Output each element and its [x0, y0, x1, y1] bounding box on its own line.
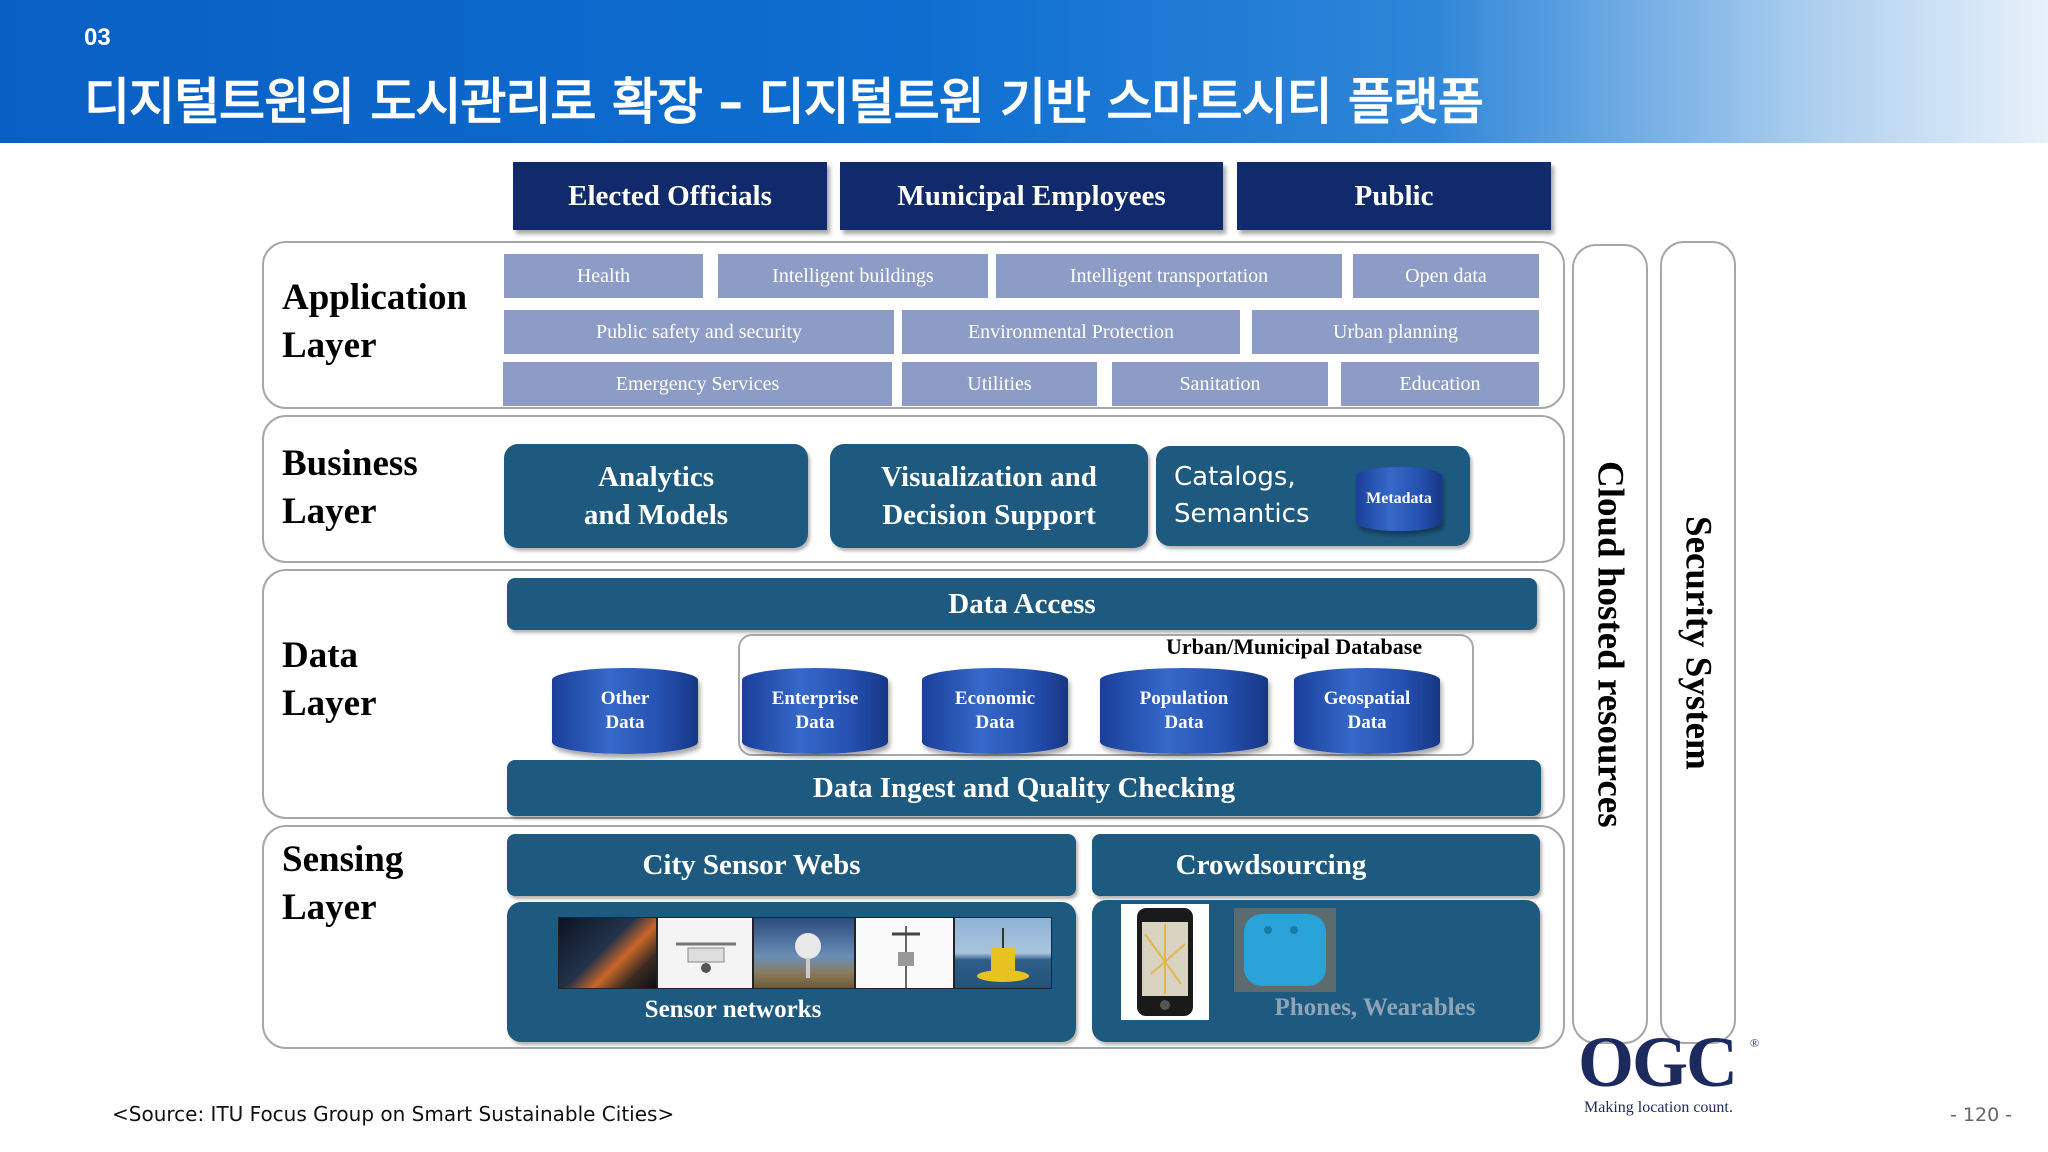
- app-intelligent-transportation: Intelligent transportation: [996, 254, 1342, 298]
- business-layer-label: Business Layer: [282, 440, 418, 536]
- economic-data-line1: Economic: [954, 688, 1036, 709]
- economic-data-line2: Data: [975, 712, 1015, 733]
- cloud-hosted-resources-label: Cloud hosted resources: [1589, 460, 1631, 828]
- catalogs-text: Catalogs, Semantics: [1174, 459, 1310, 533]
- radar-dome-icon: [795, 933, 821, 978]
- page-title: 디지털트윈의 도시관리로 확장 – 디지털트윈 기반 스마트시티 플랫폼: [84, 73, 1484, 131]
- cloud-hosted-resources-pillar: Cloud hosted resources: [1572, 244, 1648, 1044]
- app-utilities: Utilities: [902, 362, 1097, 406]
- catalogs-line1: Catalogs,: [1174, 462, 1296, 492]
- wearable-device-icon: [1244, 914, 1326, 986]
- analytics-line1: Analytics: [598, 461, 714, 493]
- ogc-logo: OGC: [1578, 1022, 1738, 1102]
- wearable-image: [1234, 908, 1336, 992]
- app-environmental-protection: Environmental Protection: [902, 310, 1240, 354]
- weather-station-icon: [892, 926, 920, 988]
- other-data-line2: Data: [605, 712, 645, 733]
- application-layer-label: Application Layer: [282, 274, 467, 370]
- sensing-layer-label: Sensing Layer: [282, 836, 403, 932]
- weather-station-image: [855, 917, 954, 989]
- city-sensor-webs-bar: City Sensor Webs: [507, 834, 1076, 896]
- municipal-database-label: Urban/Municipal Database: [1166, 634, 1423, 659]
- app-health: Health: [504, 254, 703, 298]
- sensor-networks-label: Sensor networks: [644, 996, 822, 1023]
- analytics-models-box: Analytics and Models: [504, 444, 808, 548]
- sensing-layer-label-line2: Layer: [282, 887, 377, 928]
- phones-wearables-label: Phones, Wearables: [1274, 994, 1476, 1021]
- buoy-icon: [977, 928, 1029, 982]
- app-education: Education: [1341, 362, 1539, 406]
- drone-icon: [676, 942, 736, 973]
- business-layer-label-line2: Layer: [282, 491, 377, 532]
- crowdsourcing-bar: Crowdsourcing: [1092, 834, 1540, 896]
- app-emergency-services: Emergency Services: [503, 362, 892, 406]
- security-system-label: Security System: [1677, 515, 1719, 770]
- stakeholder-public: Public: [1237, 162, 1551, 230]
- population-data-line1: Population: [1139, 688, 1229, 709]
- data-layer-label: Data Layer: [282, 632, 377, 728]
- satellite-image: [558, 917, 657, 989]
- enterprise-data-line1: Enterprise: [771, 688, 859, 709]
- app-public-safety: Public safety and security: [504, 310, 894, 354]
- data-access-bar: Data Access: [507, 578, 1537, 630]
- data-layer-label-line2: Layer: [282, 683, 377, 724]
- source-citation: <Source: ITU Focus Group on Smart Sustai…: [112, 1102, 675, 1126]
- data-layer-label-line1: Data: [282, 635, 359, 676]
- data-ingest-bar: Data Ingest and Quality Checking: [507, 760, 1541, 816]
- business-layer-label-line1: Business: [282, 443, 418, 484]
- municipal-database-group: [738, 634, 1474, 756]
- application-layer-label-line2: Layer: [282, 325, 377, 366]
- app-intelligent-buildings: Intelligent buildings: [718, 254, 988, 298]
- phone-image: [1121, 904, 1209, 1020]
- application-layer-label-line1: Application: [282, 277, 468, 318]
- radar-image: [753, 917, 855, 989]
- buoy-image: [954, 917, 1052, 989]
- geospatial-data-line1: Geospatial: [1323, 688, 1411, 709]
- registered-mark: ®: [1750, 1036, 1760, 1050]
- metadata-cylinder: Metadata: [1356, 467, 1442, 531]
- visualization-line2: Decision Support: [882, 499, 1096, 531]
- visualization-line1: Visualization and: [881, 461, 1097, 493]
- geospatial-data-line2: Data: [1347, 712, 1387, 733]
- app-urban-planning: Urban planning: [1252, 310, 1539, 354]
- sensing-layer-label-line1: Sensing: [282, 839, 404, 880]
- drone-image: [657, 917, 753, 989]
- app-sanitation: Sanitation: [1112, 362, 1328, 406]
- stakeholder-elected-officials: Elected Officials: [513, 162, 827, 230]
- section-number: 03: [84, 24, 111, 51]
- visualization-decision-box: Visualization and Decision Support: [830, 444, 1148, 548]
- stakeholder-municipal-employees: Municipal Employees: [840, 162, 1223, 230]
- enterprise-data-line2: Data: [795, 712, 835, 733]
- analytics-line2: and Models: [583, 499, 729, 531]
- other-data-line1: Other: [600, 688, 650, 709]
- header-banner: [0, 0, 2048, 143]
- smartphone-icon: [1137, 908, 1193, 1016]
- catalogs-line2: Semantics: [1174, 499, 1310, 529]
- page-number: - 120 -: [1950, 1104, 2013, 1126]
- security-system-pillar: Security System: [1660, 241, 1736, 1044]
- ogc-tagline: Making location count.: [1584, 1099, 1733, 1116]
- app-open-data: Open data: [1353, 254, 1539, 298]
- population-data-line2: Data: [1164, 712, 1204, 733]
